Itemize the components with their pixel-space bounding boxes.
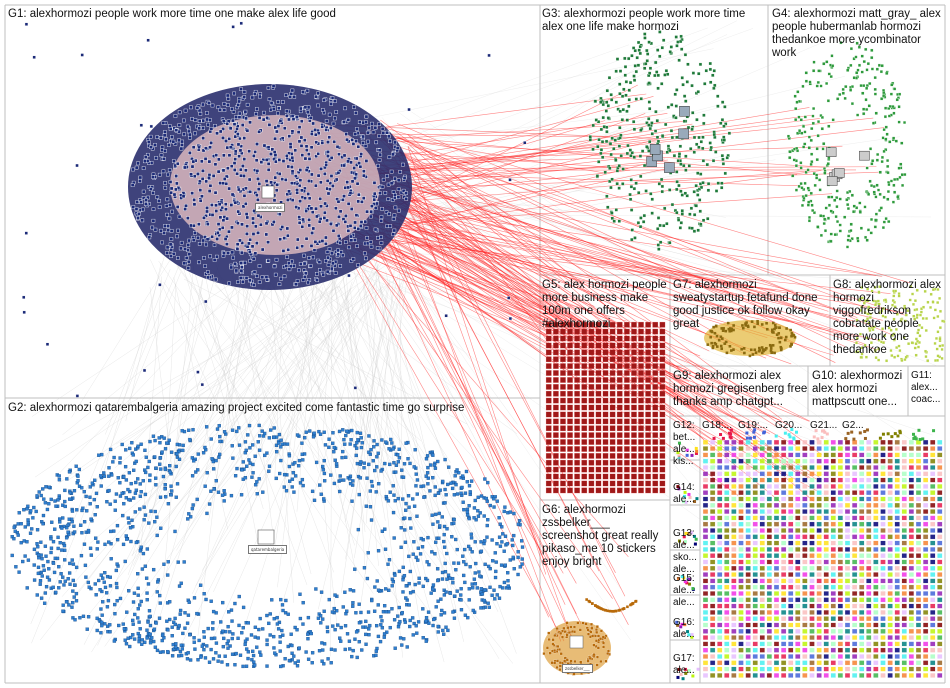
cluster-g8 — [855, 285, 945, 362]
cluster-g7 — [704, 320, 796, 357]
hub-label-g6: zssbelker___ — [562, 664, 593, 673]
hub-label-g2: qatarembalgeria — [248, 545, 287, 554]
hub-label-g1: alexhormozi — [255, 203, 285, 212]
cluster-g4 — [787, 41, 906, 248]
cluster-g5 — [546, 322, 665, 493]
